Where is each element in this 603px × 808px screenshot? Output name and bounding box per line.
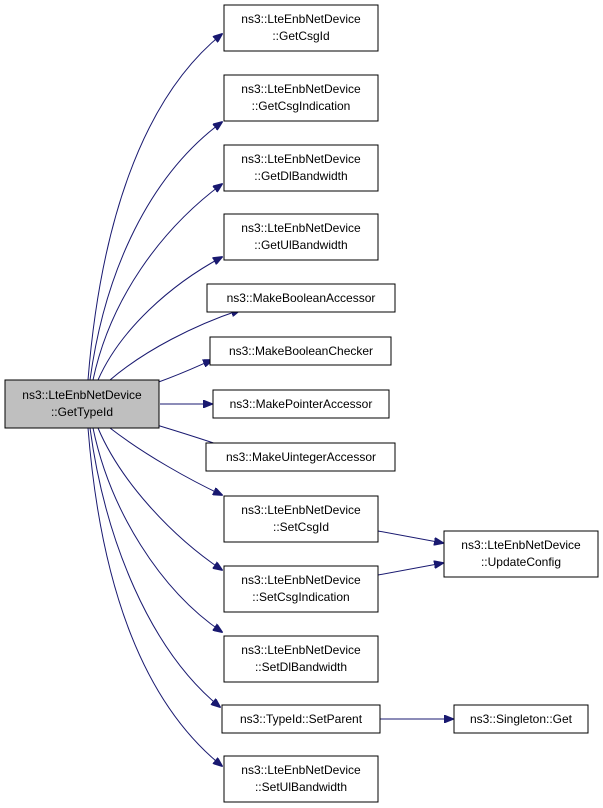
node-label-line1: ns3::LteEnbNetDevice [241,573,361,587]
edge-gettypeid-getcsgid [87,34,222,381]
node-make-pointer-accessor[interactable]: ns3::MakePointerAccessor [212,389,390,419]
node-label-line2: ::SetDlBandwidth [255,660,347,674]
node-set-csg-id[interactable]: ns3::LteEnbNetDevice ::SetCsgId [223,495,379,543]
node-label-line2: ::UpdateConfig [481,555,561,569]
node-label-line2: ::GetTypeId [51,405,113,419]
node-label-line1: ns3::LteEnbNetDevice [22,388,142,402]
node-get-csg-id[interactable]: ns3::LteEnbNetDevice ::GetCsgId [223,4,379,52]
node-label: ns3::MakeUintegerAccessor [226,450,376,464]
node-label-line1: ns3::LteEnbNetDevice [461,538,581,552]
node-label-line1: ns3::LteEnbNetDevice [241,503,361,517]
node-label: ns3::TypeId::SetParent [240,712,363,726]
edge-gettypeid-setcsgindication [97,427,222,570]
edge-gettypeid-makebooleanaccessor [109,310,240,381]
node-update-config[interactable]: ns3::LteEnbNetDevice ::UpdateConfig [443,530,599,578]
node-make-boolean-checker[interactable]: ns3::MakeBooleanChecker [209,336,392,366]
node-label-line2: ::GetDlBandwidth [254,169,347,183]
node-make-uinteger-accessor[interactable]: ns3::MakeUintegerAccessor [205,442,396,472]
edge-gettypeid-setdlbandwidth [92,427,222,632]
node-label-line1: ns3::LteEnbNetDevice [241,763,361,777]
node-label-line2: ::GetUlBandwidth [254,238,347,252]
node-label: ns3::MakeBooleanChecker [229,344,373,358]
node-make-boolean-accessor[interactable]: ns3::MakeBooleanAccessor [206,283,396,313]
node-singleton-get[interactable]: ns3::Singleton::Get [453,704,589,734]
edge-gettypeid-setcsgid [109,427,222,495]
edge-setcsgid-updateconfig [377,530,443,543]
node-label-line1: ns3::LteEnbNetDevice [241,643,361,657]
node-label-line1: ns3::LteEnbNetDevice [241,152,361,166]
node-get-ul-bandwidth[interactable]: ns3::LteEnbNetDevice ::GetUlBandwidth [223,213,379,261]
node-get-type-id[interactable]: ns3::LteEnbNetDevice ::GetTypeId [4,379,160,429]
node-label: ns3::MakePointerAccessor [230,397,373,411]
node-label-line1: ns3::LteEnbNetDevice [241,12,361,26]
edge-gettypeid-getcsgindication [89,122,222,381]
node-set-ul-bandwidth[interactable]: ns3::LteEnbNetDevice ::SetUlBandwidth [223,755,379,803]
node-label-line2: ::GetCsgIndication [252,99,351,113]
node-set-csg-indication[interactable]: ns3::LteEnbNetDevice ::SetCsgIndication [223,565,379,613]
edge-gettypeid-getdlbandwidth [92,184,222,381]
node-label-line1: ns3::LteEnbNetDevice [241,82,361,96]
node-label-line2: ::SetUlBandwidth [255,780,347,794]
node-label: ns3::Singleton::Get [470,712,573,726]
node-typeid-set-parent[interactable]: ns3::TypeId::SetParent [221,704,381,734]
edge-gettypeid-setparent [89,427,220,707]
node-label: ns3::MakeBooleanAccessor [227,291,376,305]
edge-gettypeid-setulbandwidth [87,427,222,766]
node-get-dl-bandwidth[interactable]: ns3::LteEnbNetDevice ::GetDlBandwidth [223,144,379,192]
node-label-line1: ns3::LteEnbNetDevice [241,221,361,235]
edge-setcsgindication-updateconfig [377,563,443,576]
node-get-csg-indication[interactable]: ns3::LteEnbNetDevice ::GetCsgIndication [223,74,379,122]
node-label-line2: ::SetCsgIndication [252,590,349,604]
node-label-line2: ::SetCsgId [273,520,329,534]
node-label-line2: ::GetCsgId [272,29,329,43]
node-set-dl-bandwidth[interactable]: ns3::LteEnbNetDevice ::SetDlBandwidth [223,635,379,683]
edge-gettypeid-getulbandwidth [97,257,222,381]
